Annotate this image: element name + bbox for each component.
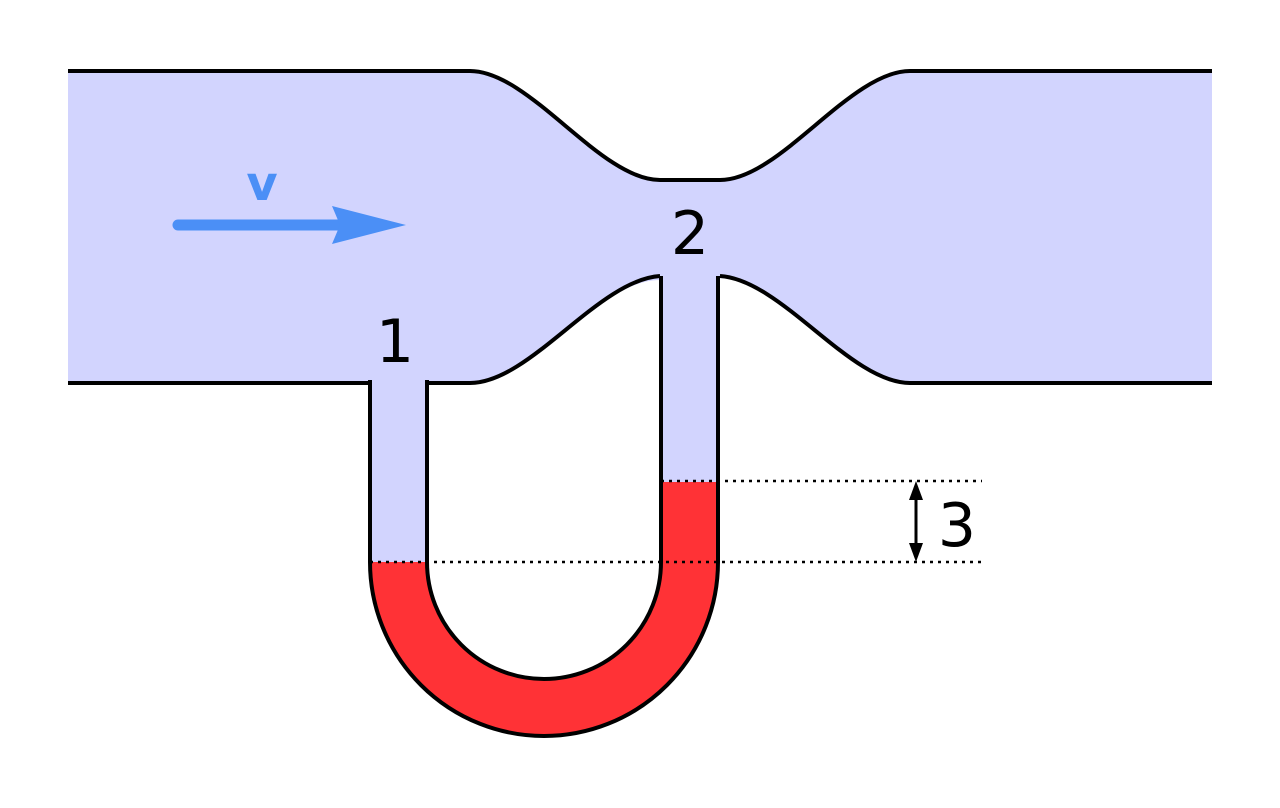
pipe-bottom-wall-middle (425, 274, 661, 385)
right-leg-fluid (661, 270, 718, 482)
u-tube-inner-wall (425, 276, 663, 681)
right-arrow-icon (172, 206, 406, 244)
venturi-pipe-fluid (68, 71, 1212, 383)
manometer-liquid (370, 482, 718, 736)
left-leg-fluid (370, 380, 427, 562)
point-2-label: 2 (671, 199, 709, 269)
velocity-label: v (246, 156, 277, 212)
pipe-bottom-wall-right (719, 274, 1212, 385)
point-1-label: 1 (376, 307, 414, 377)
double-headed-vertical-arrow-icon (909, 481, 923, 562)
pipe-top-wall (68, 69, 1212, 182)
height-difference-label: 3 (938, 491, 976, 561)
u-tube-outer-wall (368, 276, 720, 738)
